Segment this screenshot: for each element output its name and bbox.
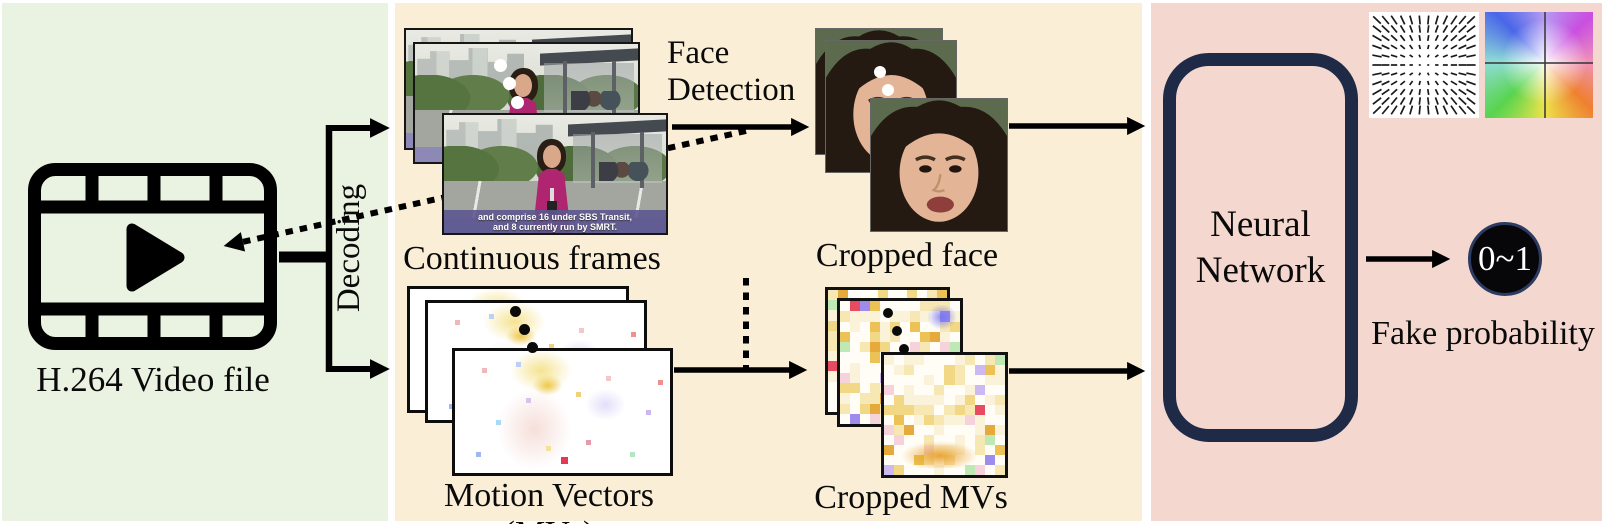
ellipsis-dot <box>511 96 524 109</box>
neural-network-box: Neural Network <box>1163 53 1358 442</box>
play-icon <box>126 223 185 292</box>
mv-frame-front <box>452 348 673 476</box>
film-icon <box>28 163 277 350</box>
cropped-mv-front <box>881 352 1008 478</box>
flow-colorwheel-legend-icon <box>1485 12 1593 118</box>
ellipsis-dot <box>882 84 894 96</box>
cropped-face-front <box>870 98 1008 232</box>
ellipsis-dot <box>494 59 507 72</box>
subtitle-caption: and comprise 16 under SBS Transit, and 8… <box>444 210 666 233</box>
cropped-face-label: Cropped face <box>815 237 999 274</box>
mv-field-legend-icon <box>1369 12 1479 118</box>
face-photo <box>871 99 1007 231</box>
ellipsis-dot <box>899 344 909 354</box>
video-frame-front: and comprise 16 under SBS Transit, and 8… <box>442 113 668 235</box>
fake-probability-label: Fake probability <box>1371 315 1595 352</box>
ellipsis-dot <box>510 306 521 317</box>
ellipsis-dot <box>892 326 902 336</box>
ellipsis-dot <box>503 77 516 90</box>
output-probability-badge: 0~1 <box>1468 222 1542 296</box>
ellipsis-dot <box>519 324 530 335</box>
subtitle-line1: and comprise 16 under SBS Transit, <box>477 212 633 222</box>
ellipsis-dot <box>527 342 538 353</box>
ellipsis-dot <box>883 308 893 318</box>
decoding-label: Decoding <box>331 183 367 313</box>
subtitle-line2: and 8 currently run by SMRT. <box>492 222 618 232</box>
neural-network-label: Neural Network <box>1195 203 1326 291</box>
video-file-label: H.264 Video file <box>36 360 270 399</box>
face-detection-label: Face Detection <box>667 35 796 108</box>
motion-vectors-label: Motion Vectors (MVs) <box>444 477 654 524</box>
cropped-mvs-label: Cropped MVs <box>814 479 1008 516</box>
continuous-frames-label: Continuous frames <box>403 240 661 277</box>
output-value: 0~1 <box>1478 239 1532 278</box>
ellipsis-dot <box>874 66 886 78</box>
